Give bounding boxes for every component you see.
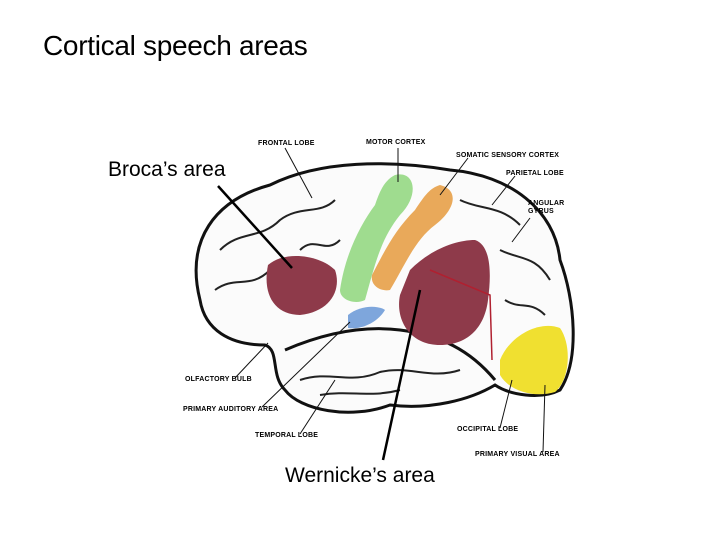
wernicke-callout: Wernicke’s area bbox=[285, 464, 435, 487]
wernicke-pointer bbox=[381, 289, 422, 461]
label-somatic-sensory-cortex: SOMATIC SENSORY CORTEX bbox=[456, 152, 560, 159]
label-primary-auditory-area: PRIMARY AUDITORY AREA bbox=[183, 406, 279, 413]
angular-gyrus-boundary bbox=[429, 269, 493, 361]
label-primary-visual-area: PRIMARY VISUAL AREA bbox=[475, 451, 560, 458]
label-frontal-lobe: FRONTAL LOBE bbox=[258, 140, 315, 147]
label-parietal-lobe: PARIETAL LOBE bbox=[506, 170, 564, 177]
wernicke-region bbox=[399, 240, 490, 345]
label-olfactory-bulb: OLFACTORY BULB bbox=[185, 376, 252, 383]
lateral-sulcus bbox=[284, 327, 497, 381]
auditory-region bbox=[348, 306, 385, 329]
label-temporal-lobe: TEMPORAL LOBE bbox=[255, 432, 319, 439]
gyri-pattern bbox=[214, 199, 551, 396]
broca-region bbox=[266, 255, 337, 315]
label-angular-line2: GYRUS bbox=[528, 208, 554, 215]
broca-pointer bbox=[217, 185, 293, 269]
visual-region bbox=[500, 325, 568, 395]
leader-lines bbox=[234, 147, 546, 453]
label-angular-gyrus: ANGULAR GYRUS bbox=[528, 200, 564, 216]
sensory-cortex-region bbox=[371, 185, 453, 291]
label-occipital-lobe: OCCIPITAL LOBE bbox=[457, 426, 519, 433]
label-angular-line1: ANGULAR bbox=[528, 200, 565, 207]
motor-cortex-region bbox=[340, 174, 413, 302]
label-motor-cortex: MOTOR CORTEX bbox=[366, 139, 426, 146]
broca-callout: Broca’s area bbox=[108, 158, 226, 181]
slide-title: Cortical speech areas bbox=[43, 30, 308, 61]
